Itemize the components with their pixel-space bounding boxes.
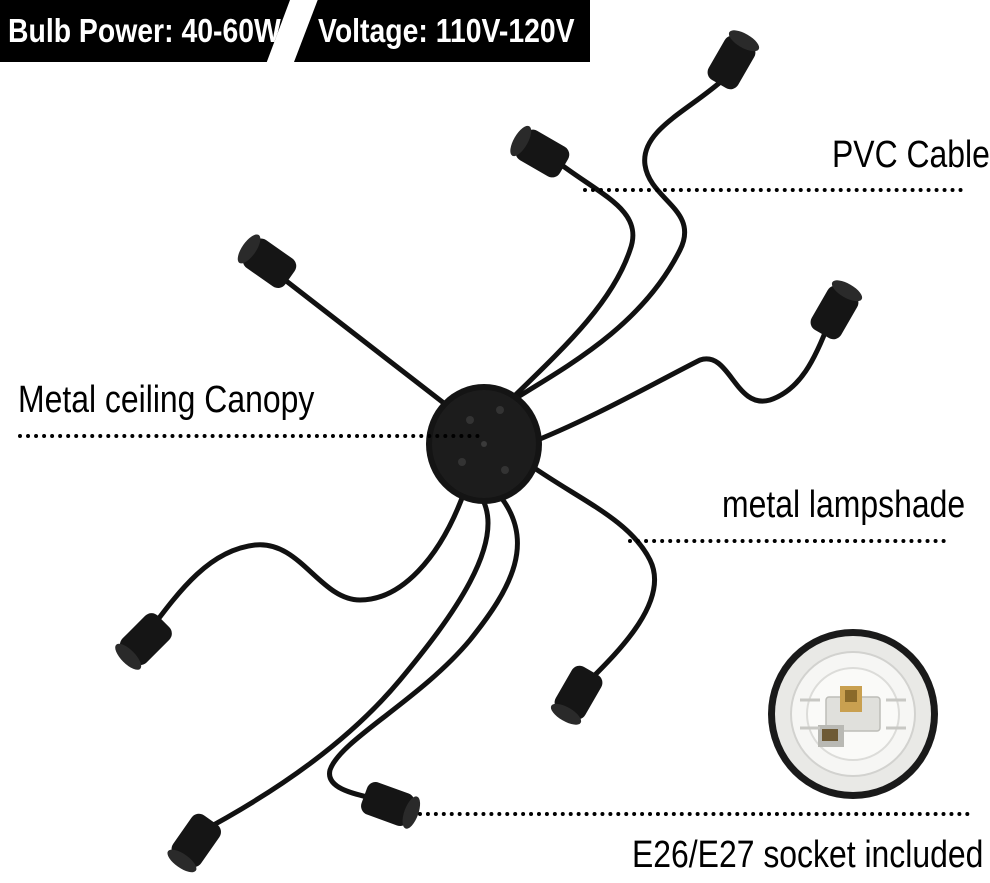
socket-bottom-middle — [361, 782, 421, 829]
lampshade-label: metal lampshade — [722, 484, 966, 526]
socket-bottom-left — [167, 813, 222, 873]
ceiling-canopy — [426, 384, 542, 504]
socket-leader-line — [418, 812, 970, 816]
socket-lower-right — [550, 665, 603, 725]
socket-top-right — [707, 30, 760, 90]
bulb-power-badge: Bulb Power: 40-60W — [0, 0, 290, 62]
socket-right — [810, 280, 863, 340]
socket-upper-middle — [510, 125, 570, 178]
fixture-arm — [147, 487, 468, 633]
voltage-label: Voltage: 110V-120V — [318, 12, 575, 49]
socket-inset-photo — [768, 629, 938, 799]
bulb-power-label: Bulb Power: 40-60W — [8, 12, 281, 49]
voltage-badge: Voltage: 110V-120V — [294, 0, 590, 62]
canopy-leader-line — [18, 434, 480, 438]
socket-upper-left — [237, 234, 297, 289]
fixture-arm — [192, 492, 491, 838]
fixture-arm — [487, 157, 636, 423]
pvc-cable-leader-line — [583, 188, 963, 192]
socket-lower-left — [115, 613, 172, 670]
fixture-arm — [327, 487, 520, 803]
canopy-label: Metal ceiling Canopy — [18, 379, 315, 421]
socket-label: E26/E27 socket included — [632, 834, 984, 876]
fixture-arm — [527, 462, 658, 683]
lampshade-leader-line — [628, 539, 946, 543]
lamp-sockets — [115, 30, 863, 873]
fixture-arm — [522, 317, 833, 448]
pvc-cable-label: PVC Cable — [832, 134, 990, 176]
fixture-arm — [497, 75, 728, 411]
